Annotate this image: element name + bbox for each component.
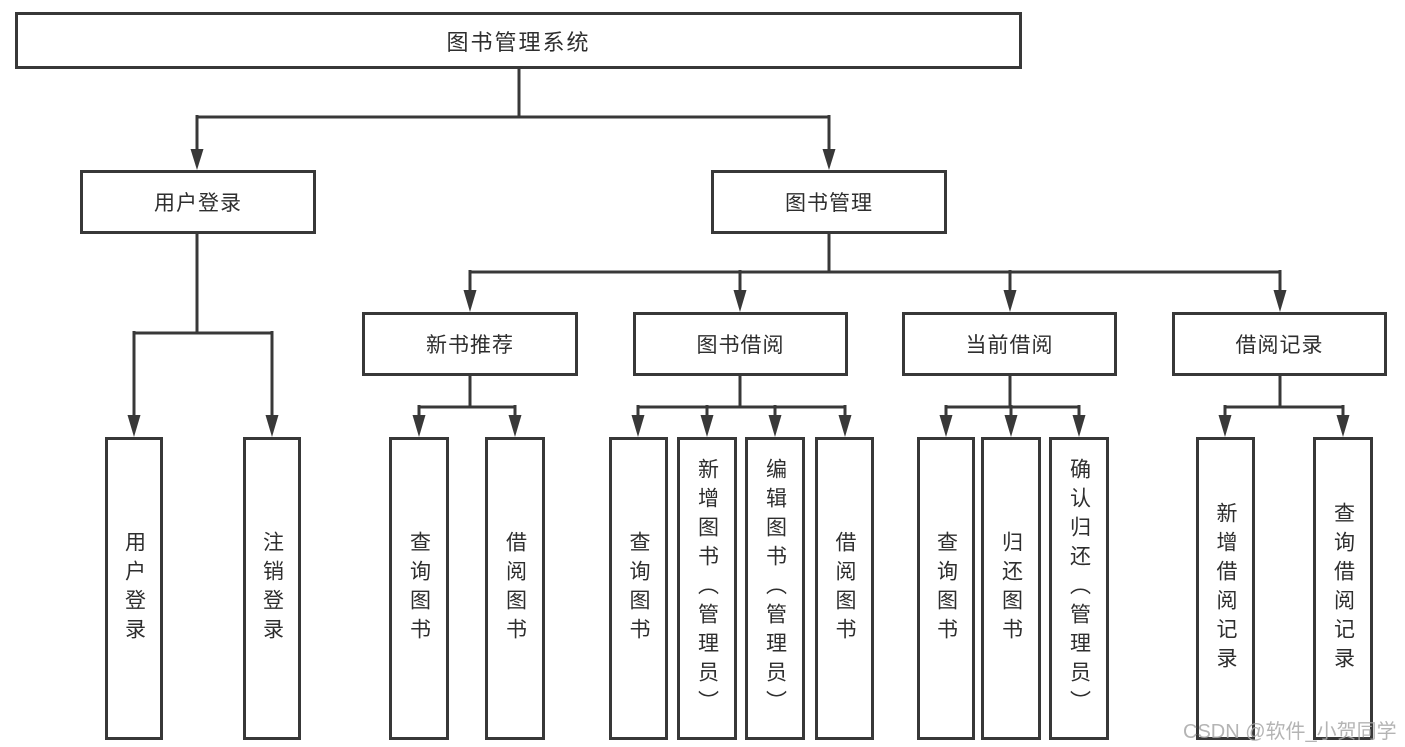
leaf-current-return-books-label: 归还图书 <box>999 530 1023 647</box>
leaf-current-query-books-label: 查询图书 <box>934 530 958 647</box>
leaf-records-add-record-label: 新增借阅记录 <box>1214 501 1237 676</box>
leaf-current-confirm-return-admin-label: 确认归还（管理员） <box>1067 458 1091 719</box>
leaf-borrow-edit-books-admin-label: 编辑图书（管理员） <box>763 458 787 719</box>
leaf-user-login-label: 用户登录 <box>122 530 146 647</box>
node-library-management-system: 图书管理系统 <box>15 12 1022 69</box>
node-book-borrowing: 图书借阅 <box>633 312 848 376</box>
leaf-user-login: 用户登录 <box>105 437 163 740</box>
leaf-borrow-borrow-books: 借阅图书 <box>815 437 874 740</box>
leaf-logout-label: 注销登录 <box>260 530 284 647</box>
node-user-login: 用户登录 <box>80 170 316 234</box>
leaf-recommend-query-books-label: 查询图书 <box>407 530 431 647</box>
leaf-recommend-borrow-books: 借阅图书 <box>485 437 545 740</box>
leaf-borrow-query-books-label: 查询图书 <box>627 530 650 647</box>
leaf-records-query-record: 查询借阅记录 <box>1313 437 1373 740</box>
leaf-borrow-edit-books-admin: 编辑图书（管理员） <box>745 437 805 740</box>
leaf-current-return-books: 归还图书 <box>981 437 1041 740</box>
leaf-borrow-query-books: 查询图书 <box>609 437 668 740</box>
node-current-borrowing: 当前借阅 <box>902 312 1117 376</box>
leaf-borrow-add-books-admin-label: 新增图书（管理员） <box>695 458 719 719</box>
leaf-current-query-books: 查询图书 <box>917 437 975 740</box>
leaf-logout: 注销登录 <box>243 437 301 740</box>
node-book-management: 图书管理 <box>711 170 947 234</box>
node-borrowing-records: 借阅记录 <box>1172 312 1387 376</box>
leaf-current-confirm-return-admin: 确认归还（管理员） <box>1049 437 1109 740</box>
leaf-recommend-borrow-books-label: 借阅图书 <box>503 530 527 647</box>
leaf-recommend-query-books: 查询图书 <box>389 437 449 740</box>
csdn-watermark: CSDN @软件_小贺同学 <box>1183 721 1397 743</box>
leaf-borrow-borrow-books-label: 借阅图书 <box>833 530 856 647</box>
leaf-records-query-record-label: 查询借阅记录 <box>1331 501 1355 676</box>
leaf-records-add-record: 新增借阅记录 <box>1196 437 1255 740</box>
leaf-borrow-add-books-admin: 新增图书（管理员） <box>677 437 737 740</box>
node-new-book-recommendation: 新书推荐 <box>362 312 578 376</box>
